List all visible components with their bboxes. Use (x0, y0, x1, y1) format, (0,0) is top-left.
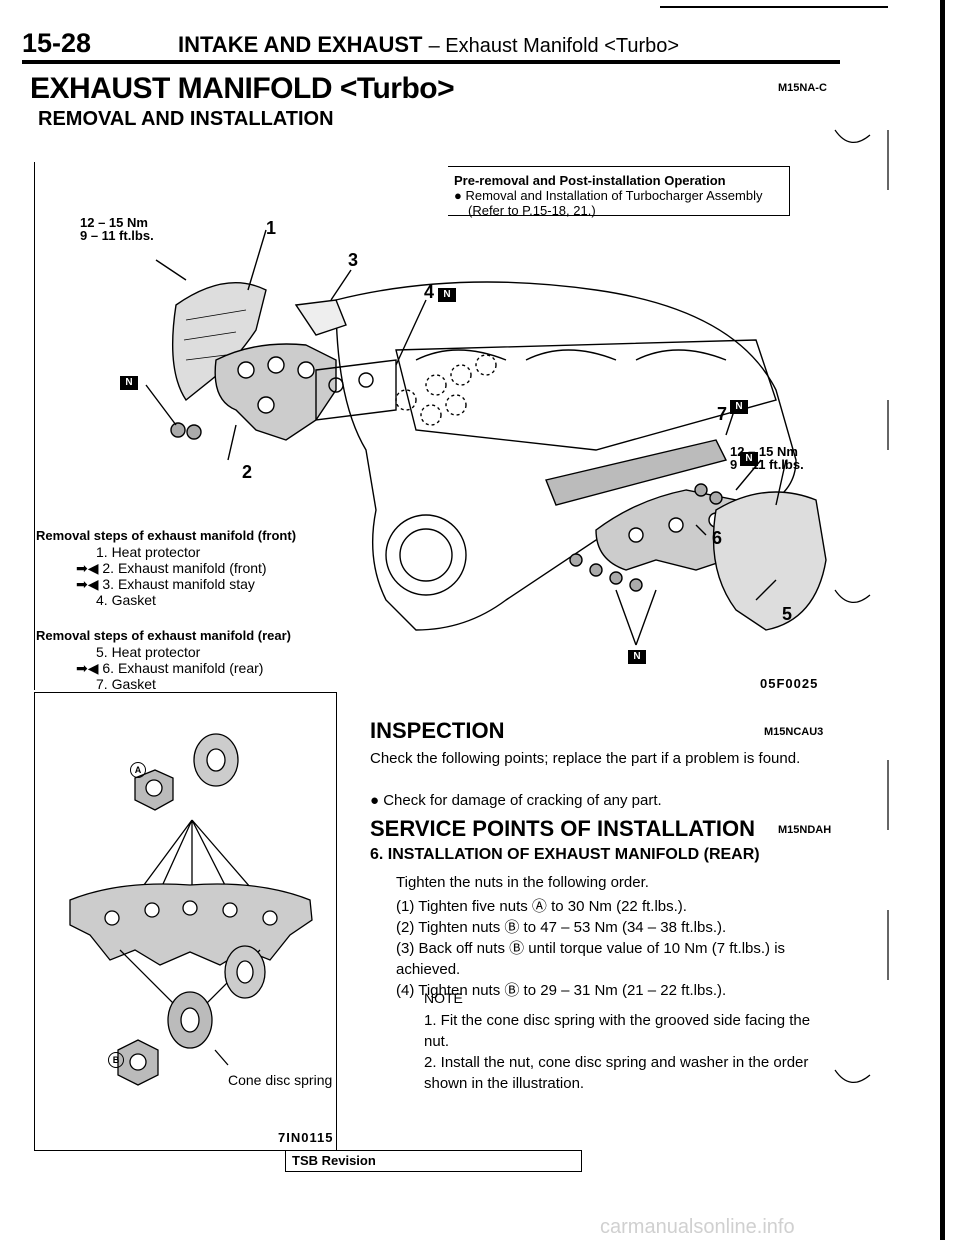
service-title: SERVICE POINTS OF INSTALLATION (370, 816, 756, 841)
notes: 1. Fit the cone disc spring with the gro… (424, 1010, 824, 1094)
callout-3: 3 (348, 250, 359, 270)
removal-rear: Removal steps of exhaust manifold (rear)… (36, 628, 291, 692)
service-step: (4) Tighten nuts Ⓑ to 29 – 31 Nm (21 – 2… (396, 982, 727, 999)
diagram-figure-code: 05F0025 (760, 676, 819, 691)
frame-mid (336, 692, 337, 1150)
removal-front-heading: Removal steps of exhaust manifold (front… (36, 528, 297, 543)
pre-removal-ref: (Refer to P.15-18, 21.) (468, 203, 596, 218)
page-code: M15NA-C (778, 82, 827, 94)
n-mark: N (730, 400, 748, 414)
removal-front-step: ➡◀ 2. Exhaust manifold (front) (76, 560, 267, 576)
callout-7: 7 (717, 404, 728, 424)
callout-6: 6 (712, 528, 723, 548)
header-title: INTAKE AND EXHAUST – Exhaust Manifold <T… (178, 32, 679, 58)
service-steps: (1) Tighten five nuts Ⓐ to 30 Nm (22 ft.… (396, 896, 826, 1001)
pre-removal-heading: Pre-removal and Post-installation Operat… (454, 173, 726, 188)
pre-removal-box: Pre-removal and Post-installation Operat… (448, 166, 790, 218)
removal-rear-step: ➡◀ 6. Exhaust manifold (rear) (76, 660, 264, 676)
note-item: 2. Install the nut, cone disc spring and… (424, 1054, 809, 1092)
service-step: (3) Back off nuts Ⓑ until torque value o… (396, 940, 786, 978)
n-mark: N (438, 288, 456, 302)
n-mark: N (628, 650, 646, 664)
removal-rear-step: 7. Gasket (96, 676, 156, 692)
top-rule (660, 6, 888, 8)
callout-1: 1 (266, 218, 277, 238)
torque-front-ft: 9 – 11 ft.lbs. (80, 228, 154, 243)
page-title: EXHAUST MANIFOLD <Turbo> (30, 72, 455, 105)
inspection-title: INSPECTION (370, 718, 505, 743)
cone-disc-spring-label: Cone disc spring (228, 1072, 333, 1088)
page-number: 15-28 (22, 28, 92, 58)
header-rule (22, 60, 840, 64)
callout-4: 4 (424, 282, 435, 302)
torque-front-nm: 12 – 15 Nm (80, 215, 148, 230)
margin-marks (834, 129, 889, 1083)
section-title: REMOVAL AND INSTALLATION (38, 108, 334, 130)
removal-rear-step: 5. Heat protector (96, 644, 201, 660)
removal-rear-heading: Removal steps of exhaust manifold (rear) (36, 628, 292, 643)
callout-2: 2 (242, 462, 253, 482)
page-edge-bar (940, 0, 945, 1240)
label-b: B (108, 1052, 124, 1068)
service-step: (1) Tighten five nuts Ⓐ to 30 Nm (22 ft.… (396, 898, 687, 915)
service-code: M15NDAH (778, 824, 832, 836)
service-step: (2) Tighten nuts Ⓑ to 47 – 53 Nm (34 – 3… (396, 919, 727, 936)
frame-left (34, 162, 35, 690)
tsb-revision: TSB Revision (285, 1150, 582, 1172)
frame-divider (34, 692, 336, 693)
header-subtitle: – Exhaust Manifold <Turbo> (428, 35, 680, 57)
removal-front-step: ➡◀ 3. Exhaust manifold stay (76, 576, 255, 592)
header-title-main: INTAKE AND EXHAUST (178, 32, 423, 57)
inspection-code: M15NCAU3 (764, 726, 824, 738)
pre-removal-item: ● Removal and Installation of Turbocharg… (454, 188, 763, 203)
lower-figure-code: 7IN0115 (278, 1130, 334, 1145)
removal-front: Removal steps of exhaust manifold (front… (36, 528, 296, 608)
nut-spring-diagram (69, 733, 313, 1086)
inspection-text: Check the following points; replace the … (370, 750, 801, 767)
service-intro: Tighten the nuts in the following order. (396, 874, 649, 891)
n-mark: N (120, 376, 138, 390)
removal-front-step: 1. Heat protector (96, 544, 201, 560)
exhaust-manifold-diagram (145, 229, 827, 646)
watermark: carmanualsonline.info (600, 1216, 795, 1238)
torque-front: 12 – 15 Nm 9 – 11 ft.lbs. (80, 216, 154, 242)
frame-left-lower (34, 692, 35, 1150)
removal-front-step: 4. Gasket (96, 592, 156, 608)
n-mark: N (740, 452, 758, 466)
note-item: 1. Fit the cone disc spring with the gro… (424, 1012, 811, 1050)
note-label: NOTE (424, 990, 463, 1006)
service-subtitle: 6. INSTALLATION OF EXHAUST MANIFOLD (REA… (370, 846, 760, 863)
callout-5: 5 (782, 604, 793, 624)
label-a: A (130, 762, 146, 778)
inspection-item: ● Check for damage of cracking of any pa… (370, 792, 662, 809)
frame-bottom (34, 1150, 336, 1151)
